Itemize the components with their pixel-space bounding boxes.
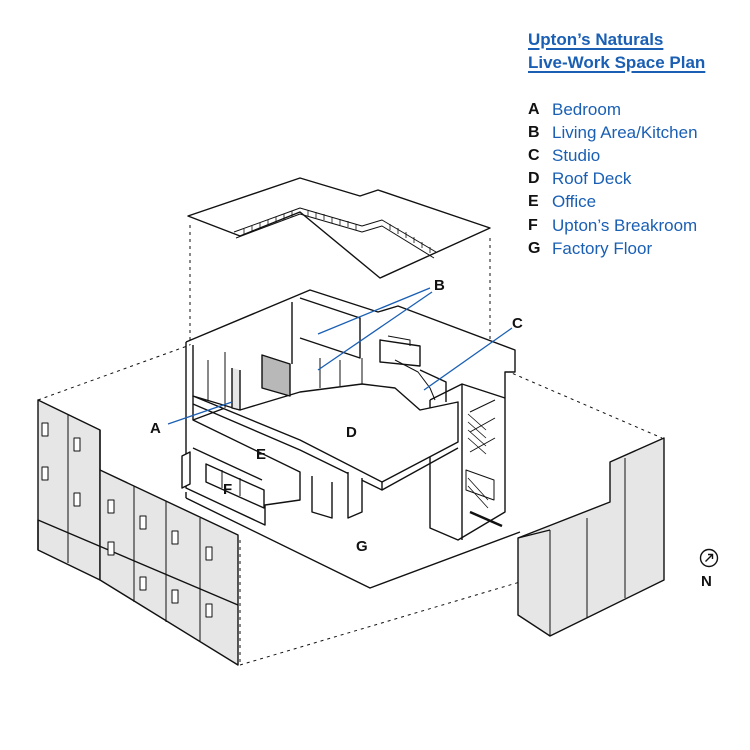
label-f: F: [223, 481, 233, 498]
label-d: D: [346, 424, 357, 441]
leader-lines: [167, 287, 513, 425]
left-facade: [37, 399, 239, 666]
north-label: N: [701, 573, 712, 590]
label-b: B: [434, 277, 445, 294]
factory-outline: [37, 225, 663, 666]
north-arrow-icon: [699, 548, 719, 568]
plan-title-line2: Live-Work Space Plan: [528, 53, 706, 72]
label-g: G: [356, 538, 368, 555]
building-core: [181, 289, 516, 541]
leader-a: [167, 401, 233, 425]
roof-plate: [187, 177, 491, 279]
right-facade: [517, 437, 665, 637]
leader-c: [423, 327, 513, 391]
leader-b1: [317, 287, 431, 335]
factory-floor: [185, 497, 521, 589]
label-e: E: [256, 446, 267, 463]
leader-b2: [317, 291, 433, 371]
label-c: C: [512, 315, 523, 332]
plan-title-line1: Upton’s Naturals: [528, 30, 664, 49]
label-a: A: [150, 420, 161, 437]
